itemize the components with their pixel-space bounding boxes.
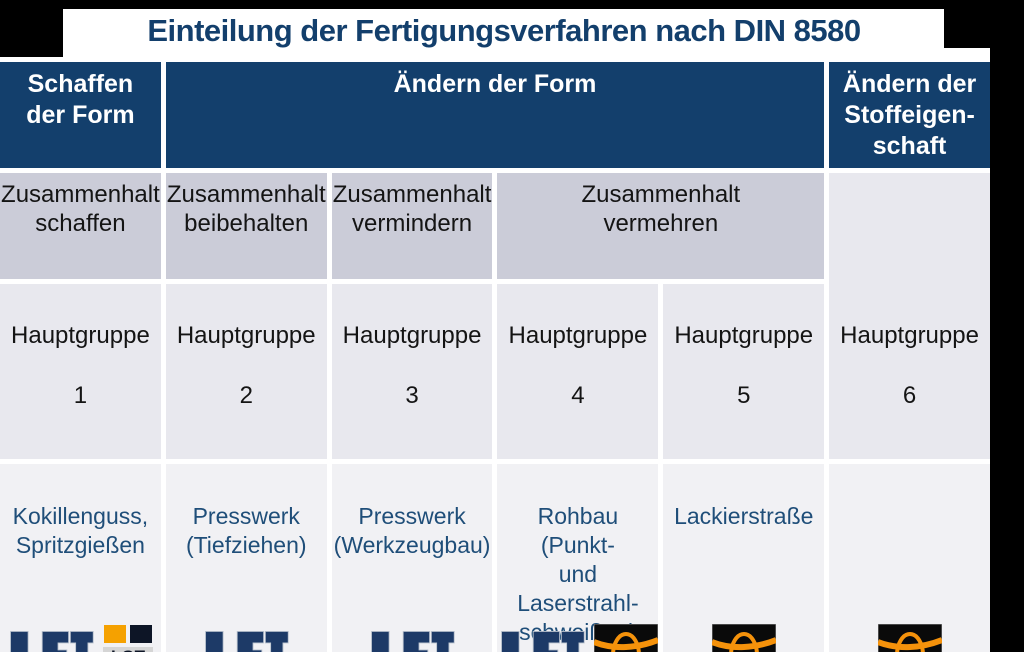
logo-row-6 <box>829 624 990 652</box>
group-5-label: Hauptgruppe <box>674 322 814 349</box>
example-cell-4: Rohbau (Punkt- und Laserstrahl- schweiße… <box>497 464 659 652</box>
logo-row-5 <box>663 624 824 652</box>
screen-edge-top <box>0 0 1024 9</box>
group-1-label: Hauptgruppe <box>11 322 150 349</box>
group-2-number: 2 <box>239 382 253 409</box>
lpt-logo <box>877 624 942 652</box>
group-2-cell: Hauptgruppe 2 Umformen <box>165 284 327 497</box>
header-change-properties: Ändern der Stoffeigen- schaft <box>829 62 990 168</box>
group-3-number: 3 <box>405 382 419 409</box>
group-6-number: 6 <box>902 382 917 409</box>
group-1-cell: Hauptgruppe 1 Urformen <box>0 284 161 497</box>
example-cell-1: Kokillenguss, Spritzgießen LGT <box>0 464 161 652</box>
svg-text:LGT: LGT <box>111 647 146 652</box>
cohesion-create-cell: Zusammenhalt schaffen <box>0 173 161 279</box>
classification-table: Schaffen der Form Ändern der Form Ändern… <box>0 62 990 652</box>
group-5-number: 5 <box>737 382 751 409</box>
group-3-cell: Hauptgruppe 3 Trennen <box>331 284 493 497</box>
header-change-form: Ändern der Form <box>165 62 825 168</box>
cohesion-reduce-cell: Zusammenhalt vermindern <box>331 173 493 279</box>
group-2-label: Hauptgruppe <box>176 322 316 349</box>
example-cell-3: Presswerk (Werkzeugbau) <box>331 464 493 652</box>
logo-row-2 <box>166 626 327 652</box>
screen-edge-right <box>990 0 1024 652</box>
example-cell-5: Lackierstraße <box>663 464 825 652</box>
group-4-label: Hauptgruppe <box>508 322 648 349</box>
page-title: Einteilung der Fertigungsverfahren nach … <box>147 13 861 48</box>
header-create-form: Schaffen der Form <box>0 62 161 168</box>
group-5-cell: Hauptgruppe 5 Beschichten <box>663 284 825 497</box>
lgt-logo: LGT <box>103 625 154 652</box>
logo-row-4 <box>497 624 658 652</box>
lft-logo <box>500 631 585 652</box>
group-3-label: Hauptgruppe <box>342 322 482 349</box>
lft-logo <box>205 631 289 652</box>
example-cell-2: Presswerk (Tiefziehen) <box>165 464 327 652</box>
logo-row-1: LGT <box>0 624 161 652</box>
group-6-label: Hauptgruppe <box>840 322 979 349</box>
group-6-cell: Hauptgruppe 6 Stoffeigen- schaften änder… <box>829 173 990 557</box>
example-text-3: Presswerk (Werkzeugbau) <box>333 503 491 558</box>
lft-logo <box>10 631 95 652</box>
cohesion-increase-cell: Zusammenhalt vermehren <box>497 173 825 279</box>
group-1-number: 1 <box>73 382 88 409</box>
lpt-logo <box>711 624 776 652</box>
lft-logo <box>371 631 455 652</box>
screen-corner-top-left <box>0 0 63 57</box>
cohesion-keep-cell: Zusammenhalt beibehalten <box>165 173 327 279</box>
group-4-cell: Hauptgruppe 4 Fügen <box>497 284 659 497</box>
example-text-1: Kokillenguss, Spritzgießen <box>12 503 149 558</box>
example-text-2: Presswerk (Tiefziehen) <box>185 503 307 558</box>
lpt-logo <box>593 624 658 652</box>
example-text-5: Lackierstraße <box>674 503 814 529</box>
example-cell-6 <box>829 464 990 652</box>
logo-row-3 <box>332 626 493 652</box>
group-4-number: 4 <box>571 382 585 409</box>
